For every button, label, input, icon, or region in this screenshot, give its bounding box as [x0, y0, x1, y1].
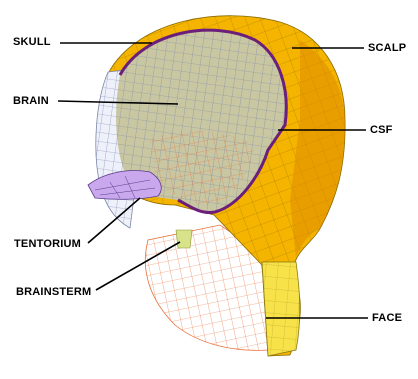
- label-brain: BRAIN: [13, 95, 49, 107]
- label-face: FACE: [372, 312, 402, 324]
- label-brainsterm: BRAINSTERM: [16, 286, 91, 298]
- label-tentorium: TENTORIUM: [14, 238, 81, 250]
- label-csf: CSF: [370, 124, 393, 136]
- face-solid: [262, 262, 300, 356]
- brainstem: [176, 230, 192, 248]
- label-scalp: SCALP: [368, 42, 406, 54]
- label-skull: SKULL: [13, 36, 51, 48]
